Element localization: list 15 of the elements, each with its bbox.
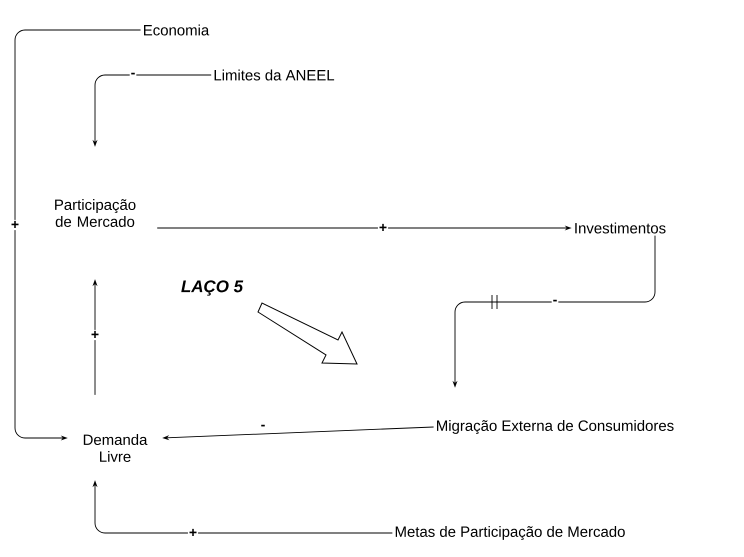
- polarity-sign: -: [552, 298, 558, 306]
- variable-label: Demanda Livre: [84, 434, 148, 462]
- polarity-sign: +: [90, 330, 100, 340]
- variable-label: Limites da ANEEL: [214, 70, 334, 80]
- polarity-sign: +: [10, 220, 20, 230]
- polarity-sign: -: [130, 72, 136, 78]
- variable-label: Investimentos: [575, 222, 666, 234]
- polarity-sign: -: [260, 424, 266, 430]
- variable-label: Migração Externa de Consumidores: [437, 420, 674, 434]
- polarity-sign: +: [188, 528, 198, 538]
- variable-label: Economia: [144, 24, 210, 36]
- polarity-sign: +: [378, 222, 388, 234]
- loop-label: LAÇO 5: [181, 280, 244, 296]
- variable-label: Participação de Mercado: [55, 199, 136, 227]
- variable-label: Metas de Participação de Mercado: [396, 526, 625, 540]
